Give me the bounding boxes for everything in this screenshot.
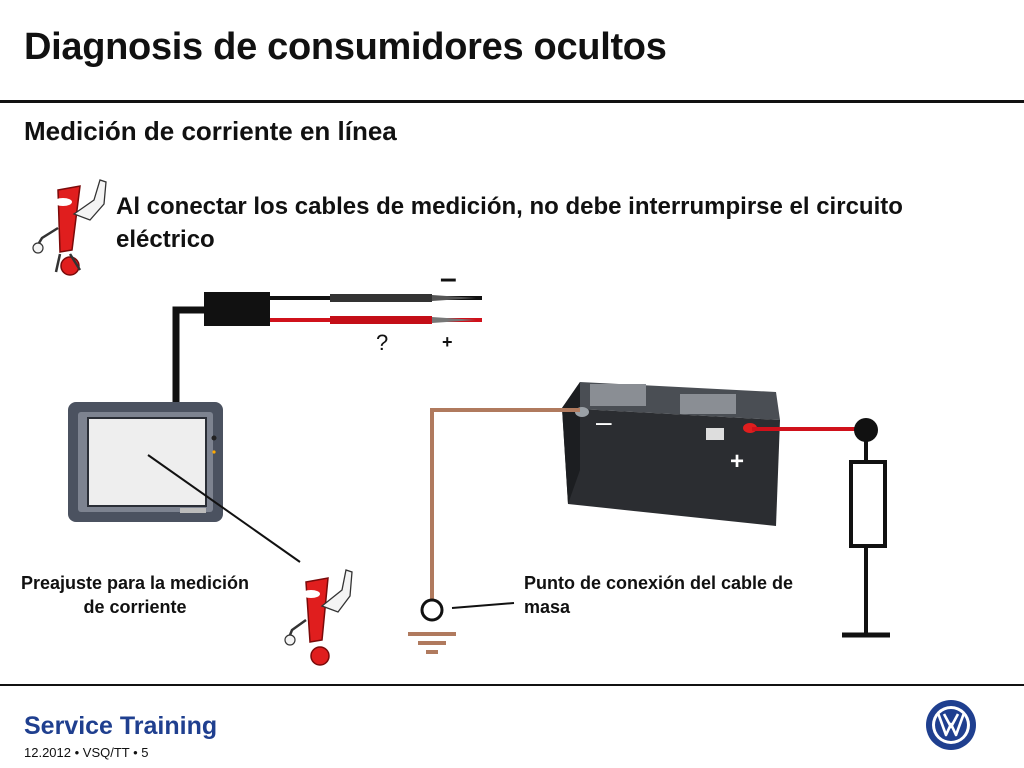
pointer-line-ground bbox=[451, 602, 515, 609]
tester-tablet-icon bbox=[68, 402, 223, 522]
load-resistor bbox=[849, 460, 887, 548]
title-divider bbox=[0, 100, 1024, 103]
brand-label: Service Training bbox=[24, 712, 218, 740]
measurement-leads bbox=[172, 292, 482, 408]
tester-cable bbox=[172, 306, 204, 408]
probe-minus-symbol: – bbox=[440, 262, 457, 295]
battery-plus-symbol: + bbox=[730, 448, 744, 475]
pointer-line-preset bbox=[147, 454, 301, 563]
warning-figure-icon bbox=[284, 569, 353, 666]
warning-note: Al conectar los cables de medición, no d… bbox=[116, 193, 903, 253]
battery-minus-symbol: – bbox=[596, 406, 612, 437]
probe-plus-symbol: + bbox=[442, 332, 453, 352]
car-battery bbox=[562, 382, 780, 526]
probe-unknown-symbol: ? bbox=[376, 330, 389, 355]
footer-meta: 12.2012 • VSQ/TT • 5 bbox=[24, 745, 149, 760]
junction-node bbox=[854, 418, 878, 442]
slide-title: Diagnosis de consumidores ocultos bbox=[24, 26, 667, 68]
label-preset: Preajuste para la medición de corriente bbox=[20, 573, 250, 617]
ground-connection-point bbox=[420, 598, 444, 622]
label-ground-point: Punto de conexión del cable de masa bbox=[524, 573, 794, 617]
slide-subtitle: Medición de corriente en línea bbox=[24, 116, 397, 146]
shunt-adapter bbox=[204, 292, 270, 326]
warning-figure-icon bbox=[32, 179, 107, 276]
ground-wire bbox=[430, 408, 580, 600]
footer-divider bbox=[0, 684, 1024, 686]
